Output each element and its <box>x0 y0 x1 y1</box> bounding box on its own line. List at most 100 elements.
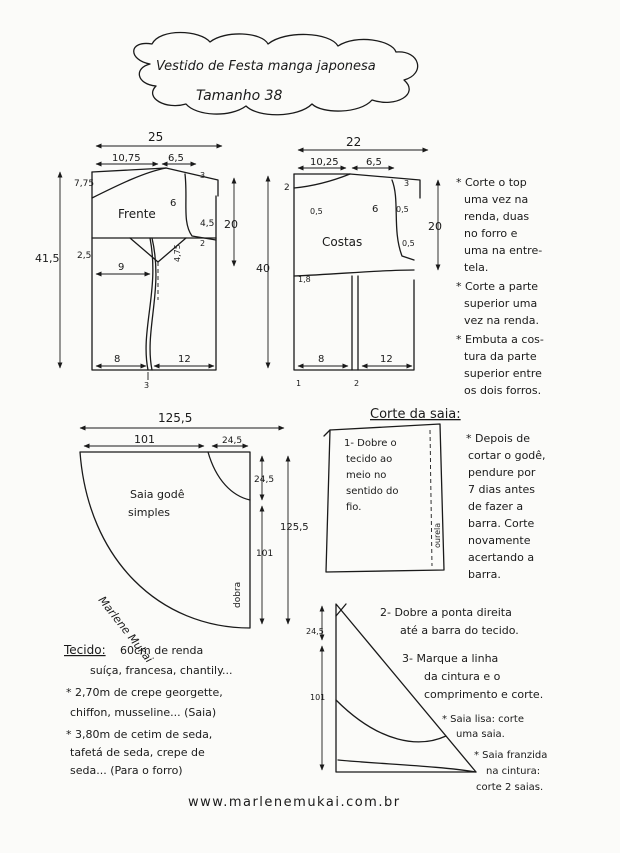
back-seam-right: 0,5 <box>396 205 409 214</box>
step2-line: até a barra do tecido. <box>400 624 519 637</box>
note-line: superior entre <box>464 367 542 380</box>
fabric-line: seda... (Para o forro) <box>70 764 183 777</box>
box-fold: ourela <box>433 523 442 548</box>
after-line: pendure por <box>468 466 536 479</box>
tri-top: 24,5 <box>306 627 324 636</box>
back-label: Costas <box>322 235 362 249</box>
back-top-left: 10,25 <box>310 157 339 168</box>
after-line: barra. <box>468 568 501 581</box>
skirt-width-part: 101 <box>134 433 155 446</box>
front-height-bodice: 20 <box>224 218 238 231</box>
franzida-line: na cintura: <box>486 766 540 777</box>
note-line: no forro e <box>464 227 518 240</box>
front-dart: 4,75 <box>173 244 182 262</box>
front-top-right: 6,5 <box>168 153 184 164</box>
corte-heading: Corte da saia: <box>370 407 461 422</box>
fabric-line: suíça, francesa, chantily... <box>90 664 233 677</box>
front-bottom-right: 12 <box>178 354 191 365</box>
box-line: tecido ao <box>346 454 392 465</box>
after-line: 7 dias antes <box>468 483 535 496</box>
skirt-height-lower: 101 <box>256 549 273 559</box>
notes-top: * Corte o top uma vez na renda, duas no … <box>456 176 544 397</box>
fabric-line: * 2,70m de crepe georgette, <box>66 686 223 699</box>
note-line: * Corte o top <box>456 176 527 189</box>
front-waist-side: 2,5 <box>77 251 91 261</box>
back-width: 22 <box>346 135 361 149</box>
back-marker-left: 1 <box>296 379 301 388</box>
front-small-side: 3 <box>200 171 205 180</box>
skirt-fold: dobra <box>233 582 243 608</box>
skirt-height-top: 24,5 <box>254 475 274 485</box>
skirt-height-total: 125,5 <box>280 522 309 533</box>
note-line: * Embuta a cos- <box>456 333 544 346</box>
after-line: * Depois de <box>466 432 530 445</box>
note-line: os dois forros. <box>464 384 541 397</box>
fabric-line: chiffon, musseline... (Saia) <box>70 706 216 719</box>
title-line1: Vestido de Festa manga japonesa <box>156 59 376 74</box>
back-top-right: 6,5 <box>366 157 382 168</box>
step3-line: da cintura e o <box>424 670 501 683</box>
lisa-line: * Saia lisa: corte <box>442 714 524 725</box>
note-line: renda, duas <box>464 210 529 223</box>
back-marker-right: 2 <box>354 379 359 388</box>
front-marker-bottom: 3 <box>144 381 149 390</box>
after-line: cortar o godê, <box>468 449 546 462</box>
title-line2: Tamanho 38 <box>196 88 283 104</box>
front-armhole: 4,5 <box>200 219 214 229</box>
fabric-line: 60cm de renda <box>120 644 203 657</box>
back-small-side: 3 <box>404 179 409 188</box>
box-line: 1- Dobre o <box>344 438 397 449</box>
back-shoulder: 6 <box>372 204 378 215</box>
skirt-label-line1: Saia godê <box>130 488 185 501</box>
note-line: uma na entre- <box>464 244 542 257</box>
franzida-line: corte 2 saias. <box>476 782 543 793</box>
note-line: uma vez na <box>464 193 528 206</box>
front-shoulder: 6 <box>170 198 176 209</box>
front-lower-left: 9 <box>118 262 124 273</box>
front-height-total: 41,5 <box>35 252 60 265</box>
fabric-line: tafetá de seda, crepe de <box>70 746 205 759</box>
note-line: * Corte a parte <box>456 280 538 293</box>
step2-line: 2- Dobre a ponta direita <box>380 606 512 619</box>
note-line: vez na renda. <box>464 314 539 327</box>
back-seam-left: 0,5 <box>310 207 323 216</box>
box-line: meio no <box>346 470 386 481</box>
box-line: fio. <box>346 502 361 513</box>
note-line: tela. <box>464 261 488 274</box>
back-hem-mark: 1,8 <box>298 275 311 284</box>
front-top-left: 10,75 <box>112 153 141 164</box>
franzida-line: * Saia franzida <box>474 750 547 761</box>
back-armhole: 0,5 <box>402 239 415 248</box>
back-bottom-left: 8 <box>318 354 324 365</box>
fabric-heading: Tecido: <box>63 643 106 657</box>
back-pattern: 22 10,25 6,5 40 20 2 6 0,5 0,5 0,5 1,8 3… <box>256 135 442 388</box>
note-line: superior uma <box>464 297 537 310</box>
after-line: barra. Corte <box>468 517 535 530</box>
fabric-line: * 3,80m de cetim de seda, <box>66 728 212 741</box>
title-cloud: Vestido de Festa manga japonesa Tamanho … <box>133 31 419 116</box>
after-line: novamente <box>468 534 531 547</box>
skirt-label-line2: simples <box>128 506 170 519</box>
skirt-width-total: 125,5 <box>158 411 192 425</box>
front-bottom-left: 8 <box>114 354 120 365</box>
step3-line: 3- Marque a linha <box>402 652 498 665</box>
skirt-width-small: 24,5 <box>222 436 242 446</box>
back-height-bodice: 20 <box>428 220 442 233</box>
website-url: www.marlenemukai.com.br <box>188 795 401 810</box>
back-bottom-right: 12 <box>380 354 393 365</box>
fabric-notes: Tecido: 60cm de renda suíça, francesa, c… <box>63 643 233 777</box>
box-line: sentido do <box>346 486 399 497</box>
step3-line: comprimento e corte. <box>424 688 543 701</box>
tri-bottom: 101 <box>310 693 325 702</box>
lisa-line: uma saia. <box>456 729 505 740</box>
front-width: 25 <box>148 130 163 144</box>
note-line: tura da parte <box>464 350 537 363</box>
after-line: acertando a <box>468 551 534 564</box>
after-line: de fazer a <box>468 500 523 513</box>
skirt-pattern: 125,5 101 24,5 24,5 101 125,5 dobra Saia… <box>79 411 309 665</box>
back-height-total: 40 <box>256 262 270 275</box>
corte-saia: Corte da saia: 1- Dobre o tecido ao meio… <box>306 407 547 793</box>
front-label: Frente <box>118 207 156 221</box>
front-neck: 7,75 <box>74 179 94 189</box>
